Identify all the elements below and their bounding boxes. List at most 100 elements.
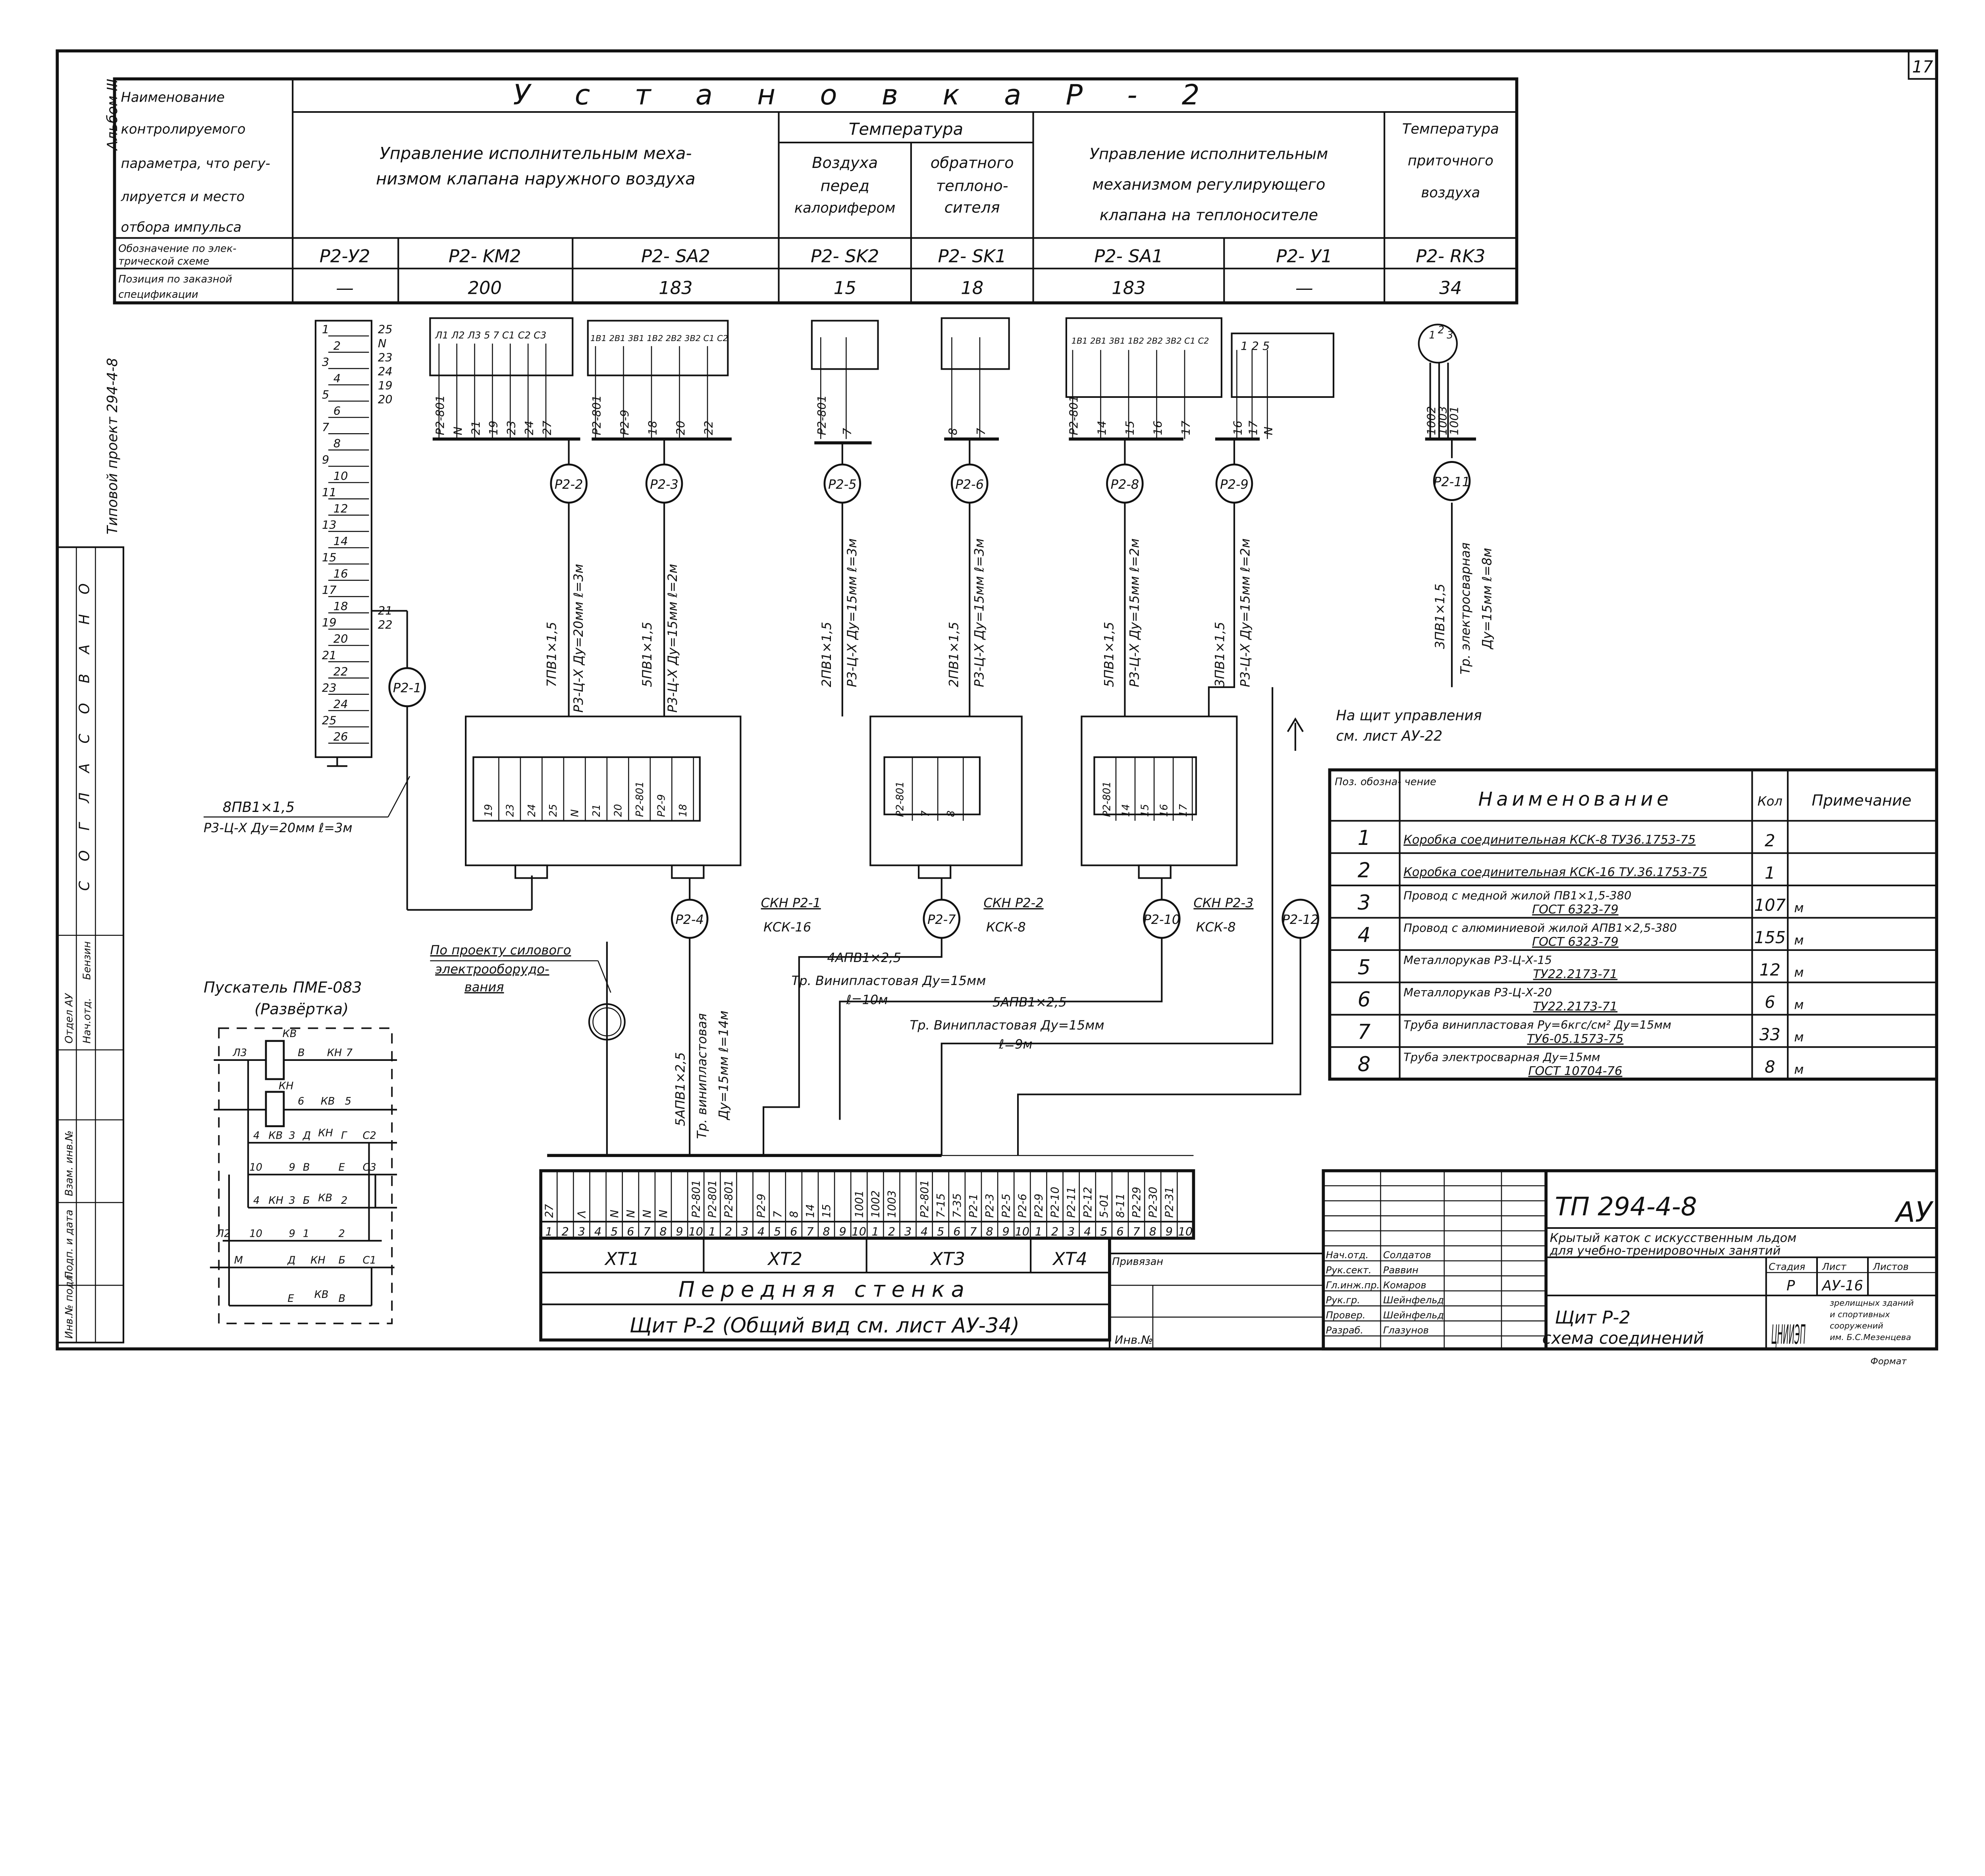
terminal-strip-number: 3	[578, 1225, 585, 1238]
svg-text:СКН Р2-3: СКН Р2-3	[1193, 895, 1253, 910]
cable-marker-label: P2-6	[955, 477, 984, 492]
starter-label: КВ	[283, 1028, 297, 1040]
box-terminal-label: 7	[920, 810, 932, 817]
terminal-strip-number: 10	[1178, 1225, 1193, 1238]
spec-header-note: Примечание	[1812, 792, 1912, 810]
terminal-strip-number: 10	[852, 1225, 866, 1238]
title-block: Нач.отд.СолдатовРук.сект.РаввинГл.инж.пр…	[1322, 1169, 1939, 1367]
header-table: У с т а н о в к а Р - 2 Наименованиеконт…	[113, 77, 1519, 305]
wire-label: 8	[946, 428, 960, 435]
cable-marker-circle	[923, 898, 961, 939]
title-name: Раввин	[1383, 1265, 1418, 1276]
starter-label: Б	[339, 1255, 346, 1267]
starter-label: 9	[289, 1228, 295, 1240]
cable-marker-circle	[1215, 463, 1253, 504]
terminal-number: 15	[322, 551, 337, 564]
cable-marker-label: P2-9	[1220, 477, 1249, 492]
starter-label: КВ	[314, 1289, 329, 1301]
terminal-strip-number: 6	[790, 1225, 797, 1238]
spec-qty: 155	[1754, 928, 1786, 947]
title-name: Шейнфельд	[1383, 1295, 1444, 1306]
svg-text:ℓ=10м: ℓ=10м	[846, 992, 888, 1007]
starter-label: Г	[341, 1130, 347, 1142]
svg-text:2ПВ1×1,5: 2ПВ1×1,5	[819, 622, 834, 687]
starter-label: В	[339, 1293, 346, 1305]
svg-text:Стадия: Стадия	[1769, 1261, 1805, 1273]
svg-text:КСК-8: КСК-8	[986, 920, 1026, 935]
left-strip: Альбом III Типовой проект 294-4-8 С О Г …	[56, 79, 124, 1344]
starter-label: Д	[287, 1255, 295, 1267]
spec-name-standard: ГОСТ 10704-76	[1528, 1064, 1622, 1078]
svg-text:Температура: Температура	[1402, 121, 1499, 137]
svg-text:Р3-Ц-Х Ду=15мм ℓ=2м: Р3-Ц-Х Ду=15мм ℓ=2м	[1127, 538, 1142, 687]
cable-marker-circle	[645, 463, 683, 504]
svg-text:5АПВ1×2,5: 5АПВ1×2,5	[673, 1052, 688, 1126]
terminal-strip-label: N	[609, 1210, 621, 1218]
starter-label: КВ	[318, 1192, 332, 1204]
svg-text:183: 183	[659, 277, 693, 298]
terminal-number: 22	[333, 665, 348, 678]
svg-text:сооружений: сооружений	[1830, 1321, 1883, 1330]
starter-label: 1	[303, 1228, 309, 1240]
terminal-strip-label: P2-12	[1082, 1187, 1094, 1218]
title-name: Солдатов	[1383, 1249, 1431, 1261]
wire-label: 20	[674, 420, 687, 435]
terminal-strip-number: 9	[839, 1225, 846, 1238]
terminal-strip-label: 7	[772, 1211, 784, 1218]
box-terminal-label: 23	[504, 804, 516, 817]
org-logo: ЦНИИЭП	[1771, 1319, 1806, 1350]
terminal-strip-number: 5	[937, 1225, 944, 1238]
wire-label: P2-9	[618, 410, 631, 435]
wire-label: N	[451, 427, 464, 436]
cable-label: 8ПВ1×1,5	[223, 799, 295, 816]
terminal-strip-label: 1003	[886, 1190, 898, 1218]
terminal-number: 3	[322, 355, 329, 369]
starter-label: М	[234, 1255, 243, 1267]
svg-text:Крытый каток с искусственным л: Крытый каток с искусственным льдом	[1550, 1231, 1796, 1245]
svg-text:(Развёртка): (Развёртка)	[254, 1000, 349, 1018]
spec-pos: 3	[1358, 891, 1371, 915]
starter-label: Б	[303, 1195, 310, 1207]
box-terminal-label: 21	[591, 804, 603, 817]
terminal-strip-number: 4	[1084, 1225, 1091, 1238]
wire-label: 22	[702, 420, 715, 435]
wire-label: 21	[469, 420, 482, 435]
sheet-code: АУ-16	[1821, 1278, 1863, 1294]
spec-pos: 2	[1358, 859, 1371, 883]
spec-name-standard: ТУ22.2173-71	[1533, 1000, 1618, 1014]
box-terminal-label: 14	[1120, 804, 1132, 817]
terminal-strip-number: 7	[643, 1225, 651, 1238]
terminal-number: 9	[322, 453, 329, 467]
wire-label: 15	[1123, 420, 1137, 435]
terminal-number: 23	[322, 681, 337, 694]
terminal-number: 13	[322, 518, 337, 532]
terminal-right-label: 23	[378, 351, 393, 364]
spec-pos: 1	[1358, 826, 1371, 850]
starter-label: КН	[310, 1255, 325, 1267]
terminal-strip-number: 5	[774, 1225, 781, 1238]
terminal-strip-number: 1	[545, 1225, 553, 1238]
starter-label: Л3	[233, 1047, 247, 1059]
terminal-block-left: 1234567891011121314151617181920212223242…	[314, 320, 393, 767]
svg-text:механизмом регулирующего: механизмом регулирующего	[1092, 176, 1325, 194]
svg-text:сителя: сителя	[944, 199, 1000, 216]
terminal-number: 26	[333, 730, 348, 743]
svg-text:КСК-16: КСК-16	[763, 920, 811, 935]
title-name: Шейнфельд	[1383, 1310, 1444, 1321]
wire-label: N	[1262, 427, 1275, 436]
terminal-strip-label: 14	[804, 1204, 817, 1218]
svg-text:Формат: Формат	[1871, 1356, 1907, 1367]
starter-label: Д	[303, 1130, 311, 1142]
spec-qty: 12	[1760, 960, 1781, 979]
terminal-number: 24	[333, 697, 348, 711]
terminal-strip-number: 10	[688, 1225, 703, 1238]
wire-label: 17	[1247, 420, 1260, 435]
svg-text:Пускатель ПМЕ-083: Пускатель ПМЕ-083	[204, 979, 362, 997]
spec-name: Провод с алюминиевой жилой АПВ1×2,5-380	[1403, 921, 1677, 935]
cable-marker-label: P2-10	[1143, 912, 1180, 927]
